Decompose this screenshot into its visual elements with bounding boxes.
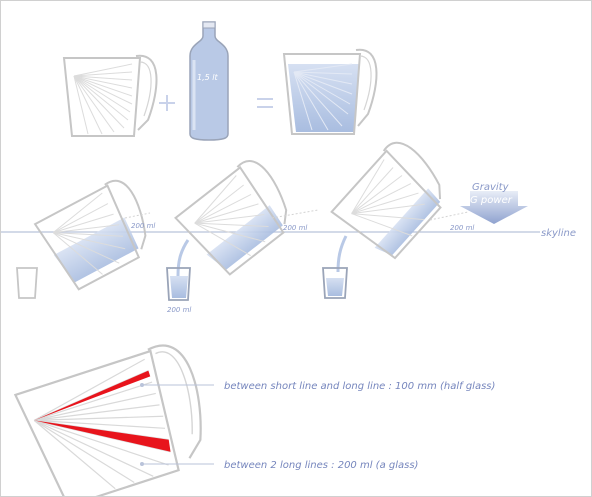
pour-stream-2 [336,235,348,273]
annotation-half-glass: between short line and long line : 100 m… [224,381,495,392]
measuring-jug-large [13,344,202,497]
ml-label-1: 200 ml [131,222,155,230]
pour-stream-1 [176,239,190,277]
equals-icon [257,98,273,108]
ml-label-2: 200 ml [283,224,307,232]
filled-glass-2 [322,267,348,299]
tilted-jug-3 [330,141,442,260]
tilted-jug-1 [33,179,147,291]
tilted-jug-2 [174,160,288,276]
filled-glass-1 [166,267,191,301]
gravity-label: Gravity [472,182,510,193]
skyline-label: skyline [541,228,576,239]
red-wedge-glass [34,420,171,452]
ml-label-3: 200 ml [450,224,474,232]
full-jug [282,48,378,135]
gravity-arrow [460,191,528,224]
gpower-label: G power [470,195,513,206]
bottle-label: 1,5 lt [197,73,218,82]
annotation-glass: between 2 long lines : 200 ml (a glass) [224,460,418,471]
plus-icon [159,95,175,111]
empty-glass [16,267,38,299]
bottle-icon [189,21,229,141]
glass-ml-label: 200 ml [167,306,191,314]
empty-jug [62,54,158,137]
red-wedge-half-glass [34,370,151,421]
